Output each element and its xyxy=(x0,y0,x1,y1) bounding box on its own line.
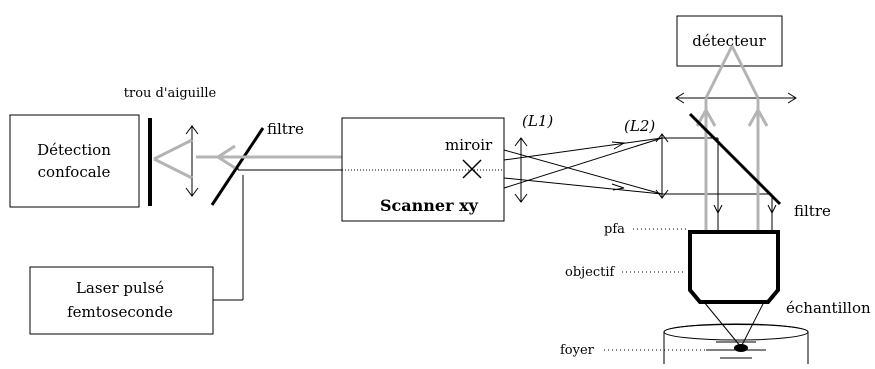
confocal-detection-box xyxy=(9,114,140,208)
confocal-detection-label-1: Détection xyxy=(37,141,111,159)
mirror-label: miroir xyxy=(445,136,493,154)
focus-label: foyer xyxy=(560,343,595,358)
fluorescence-beam xyxy=(695,45,769,230)
laser-label-2: femtoseconde xyxy=(67,303,173,321)
focus-spot xyxy=(734,344,748,352)
objective-rays xyxy=(662,137,777,230)
excitation-path xyxy=(213,164,342,301)
pinhole-label: trou d'aiguille xyxy=(124,86,217,101)
detector-label: détecteur xyxy=(692,32,766,50)
scan-rays xyxy=(503,137,663,195)
scanner-label: Scanner xy xyxy=(380,196,479,215)
mirror-cross-icon xyxy=(462,159,482,179)
objective-body xyxy=(688,230,780,304)
lens-l1-label: (L1) xyxy=(522,112,553,130)
lens-l2 xyxy=(655,133,669,199)
laser-label-1: Laser pulsé xyxy=(76,279,164,297)
right-filter-label: filtre xyxy=(794,202,831,220)
objective-label: objectif xyxy=(565,265,616,280)
lens-l2-label: (L2) xyxy=(624,117,655,135)
return-beam xyxy=(196,144,342,170)
right-filter xyxy=(688,112,782,206)
confocal-detection-label-2: confocale xyxy=(38,163,111,181)
left-filter-label: filtre xyxy=(267,120,304,138)
sample-label: échantillon xyxy=(786,299,871,317)
sample-dish xyxy=(663,323,809,364)
return-beam-cone xyxy=(153,138,193,180)
pfa-label: pfa xyxy=(604,222,625,237)
detector-box xyxy=(676,15,783,67)
pinhole-lens xyxy=(185,125,199,197)
laser-box xyxy=(29,266,214,335)
lens-l1 xyxy=(514,137,528,203)
detector-lens xyxy=(675,92,797,104)
